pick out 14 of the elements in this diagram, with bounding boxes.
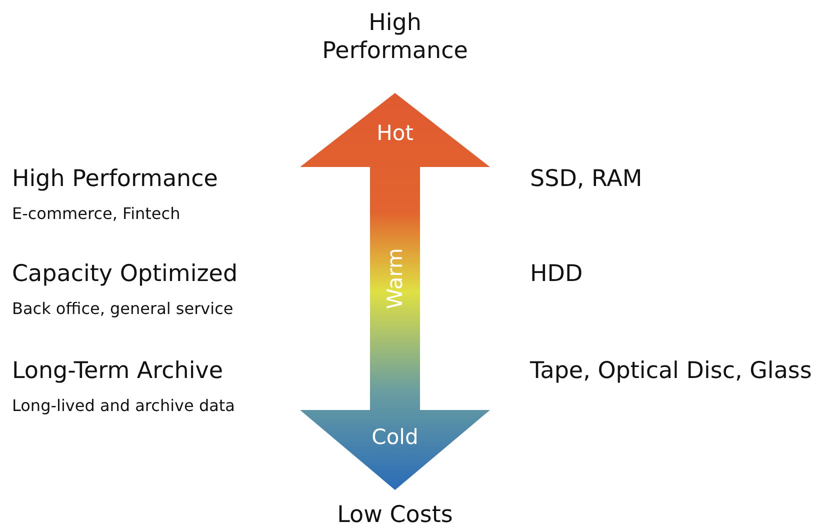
tier-description: E-commerce, Fintech bbox=[12, 204, 180, 224]
tier-description: Long-lived and archive data bbox=[12, 396, 235, 416]
media-label: Tape, Optical Disc, Glass bbox=[530, 358, 812, 386]
level-label: Cold bbox=[372, 425, 418, 450]
tier-description: Back office, general service bbox=[12, 299, 234, 318]
tier-heading: Capacity Optimized bbox=[12, 261, 238, 289]
axis-end-label: Low Costs bbox=[337, 502, 453, 530]
axis-end-label: High Performance bbox=[321, 10, 469, 66]
level-label: Hot bbox=[376, 121, 414, 146]
media-label: HDD bbox=[530, 261, 583, 289]
tier-heading: Long-Term Archive bbox=[12, 358, 223, 386]
tier-heading: High Performance bbox=[12, 166, 218, 194]
level-label: Warm bbox=[382, 248, 408, 309]
media-label: SSD, RAM bbox=[530, 166, 642, 194]
